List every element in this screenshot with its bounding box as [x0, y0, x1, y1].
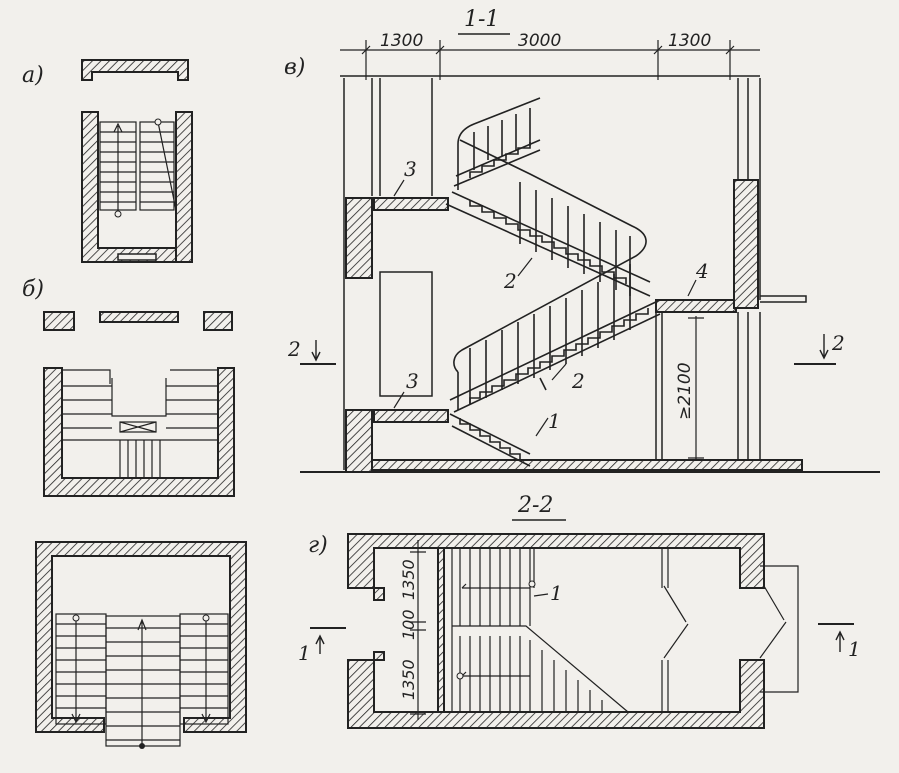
- section-2-2: г) 2-2 1350 100: [298, 493, 861, 729]
- wall-left-upper: [345, 197, 373, 279]
- callout-1: 1: [548, 409, 561, 433]
- steps-22: [443, 548, 799, 713]
- wall-a-right: [175, 111, 193, 263]
- slab-3-upper: [373, 197, 449, 211]
- slab-3-lower: [373, 409, 449, 423]
- cut-mark-1-left: 1: [298, 641, 311, 665]
- steps-a: [99, 121, 177, 214]
- wall-a-left: [81, 111, 189, 263]
- height-dim: ≥2100: [675, 362, 695, 420]
- ground-slab: [371, 459, 803, 471]
- panel-label-g: г): [308, 533, 328, 558]
- wall-c: [35, 541, 247, 733]
- section-11-title: 1-1: [464, 7, 499, 32]
- wall-22-bottom: [347, 659, 765, 729]
- dim-1300-left: 1300: [380, 31, 423, 51]
- steps-c: [55, 613, 229, 747]
- door-a: [117, 253, 157, 261]
- dim-1350-top: 1350: [399, 559, 418, 600]
- section-22-title: 2-2: [517, 493, 553, 518]
- dimension-line-top: [340, 40, 760, 80]
- callout-2-upper: 2: [503, 269, 517, 293]
- panel-label-a: а): [22, 63, 44, 88]
- callout-2-lower: 2: [571, 369, 585, 393]
- callout-3-upper: 3: [404, 157, 417, 181]
- flights: [445, 97, 661, 467]
- dim-1300-right: 1300: [668, 31, 711, 51]
- cut-mark-1-right: 1: [848, 637, 861, 661]
- callout-3-lower: 3: [406, 369, 419, 393]
- section-1-1: в) 1-1 1300 3000 1300: [284, 7, 880, 473]
- dim-1350-bottom: 1350: [399, 659, 418, 700]
- slab-4: [655, 299, 737, 313]
- wall-left-lower: [345, 409, 373, 473]
- panel-label-b: б): [22, 277, 44, 302]
- wall-22-top: [347, 533, 765, 589]
- plan-b: б): [22, 277, 235, 497]
- beam-a: [81, 59, 189, 81]
- cut-mark-2-left: 2: [287, 337, 301, 361]
- dim-100: 100: [399, 609, 418, 640]
- panel-label-v: в): [284, 55, 305, 80]
- wall-b: [43, 367, 235, 497]
- wall-right: [733, 179, 759, 309]
- callout-22-1: 1: [550, 581, 563, 605]
- plan-a: а): [22, 59, 193, 263]
- dim-3000: 3000: [518, 31, 561, 51]
- cut-mark-2-right: 2: [831, 331, 845, 355]
- callout-4: 4: [695, 259, 709, 283]
- plan-c: [35, 541, 247, 749]
- steps-b: [62, 369, 218, 478]
